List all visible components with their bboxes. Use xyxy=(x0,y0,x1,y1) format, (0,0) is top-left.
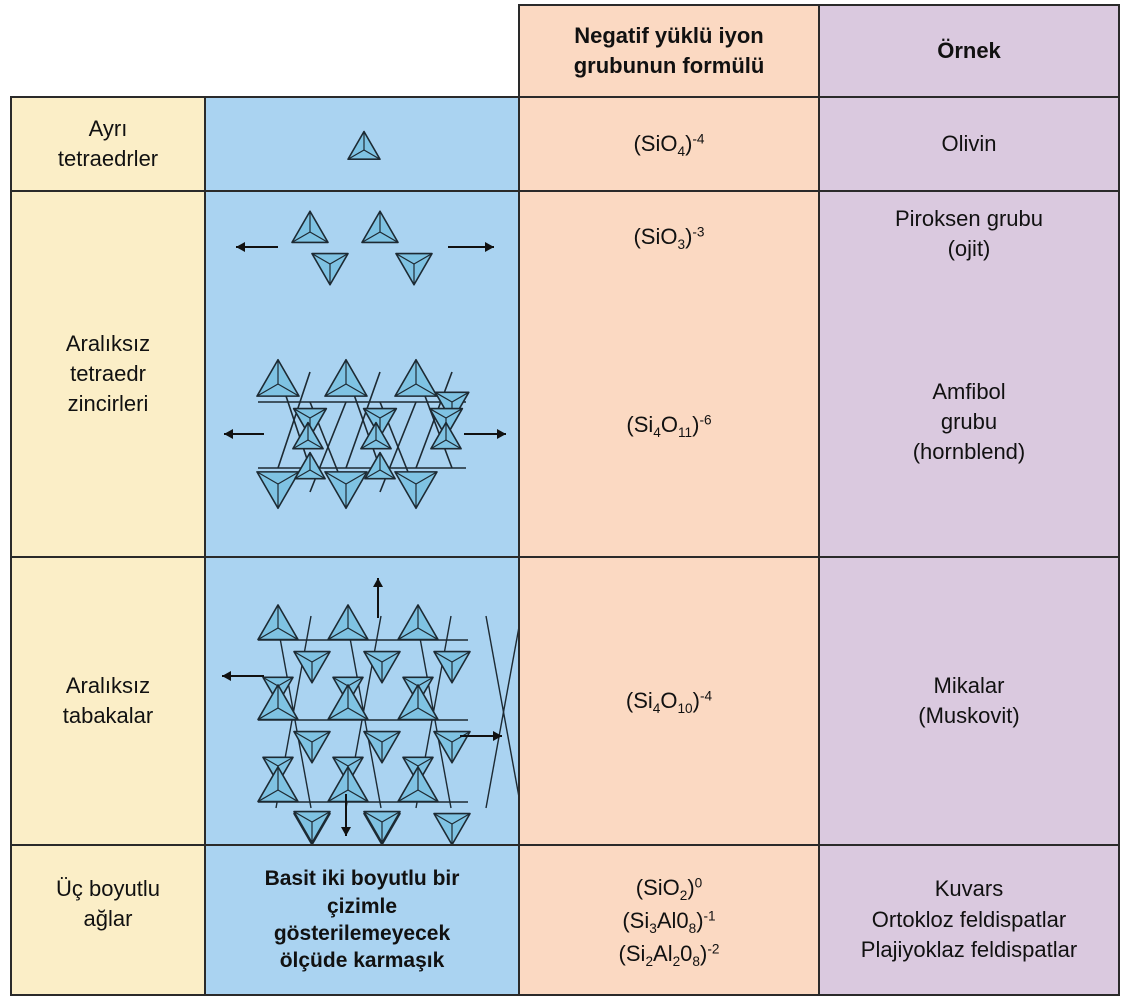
tetrahedron-icon xyxy=(347,130,381,161)
row1-example-cell: Olivin xyxy=(818,96,1120,192)
row2-structure-cell: Aralıksız tetraedr zincirleri xyxy=(10,190,206,558)
tetrahedron-icon xyxy=(327,766,369,803)
row1-formula-cell: (SiO4)-4 xyxy=(518,96,820,192)
row2-example-line: Piroksen grubu xyxy=(895,206,1043,231)
arrow-icon xyxy=(448,242,494,252)
tetrahedron-icon xyxy=(395,252,433,286)
row2-formula-cell: (SiO3)-3 (Si4O11)-6 xyxy=(518,190,820,558)
header-example-cell: Örnek xyxy=(818,4,1120,98)
row1-formula: (SiO4)-4 xyxy=(633,131,705,159)
row4-diagram-text-line: gösterilemeyecek xyxy=(273,922,451,945)
row2-formula-single-chain: (SiO3)-3 xyxy=(633,224,705,252)
row2-formula-double-chain: (Si4O11)-6 xyxy=(626,411,712,440)
row4-formula-cell: (SiO2)0 (Si3Al08)-1 (Si2Al208)-2 xyxy=(518,844,820,996)
tetrahedron-icon xyxy=(397,766,439,803)
row4-structure-cell: Üç boyutlu ağlar xyxy=(10,844,206,996)
tetrahedron-icon xyxy=(394,471,438,510)
arrow-icon xyxy=(460,731,502,741)
tetrahedron-icon xyxy=(327,604,369,641)
row3-example-line: Mikalar xyxy=(933,673,1005,699)
row3-formula-cell: (Si4O10)-4 xyxy=(518,556,820,846)
row3-formula: (Si4O10)-4 xyxy=(625,688,713,716)
arrow-icon xyxy=(222,671,264,681)
row4-diagram-text-line: ölçüde karmaşık xyxy=(279,949,445,973)
arrow-icon xyxy=(341,794,351,836)
row2-example2-line: (hornblend) xyxy=(912,438,1026,464)
row2-example-line: (ojit) xyxy=(947,235,991,261)
tetrahedron-icon xyxy=(257,766,299,803)
header-formula-line1: Negatif yüklü iyon xyxy=(574,23,764,49)
tetrahedron-icon xyxy=(257,604,299,641)
tetrahedron-icon xyxy=(433,650,471,684)
tetrahedron-icon xyxy=(257,684,299,721)
arrow-icon xyxy=(236,242,278,252)
row4-formula-plagioclase: (Si2Al208)-2 xyxy=(618,940,720,969)
tetrahedron-icon xyxy=(324,471,368,510)
row2-diagram-cell xyxy=(204,190,520,558)
tetrahedron-icon xyxy=(433,812,471,846)
row4-formula-quartz: (SiO2)0 xyxy=(635,874,703,903)
row3-example-line: (Muskovit) xyxy=(918,703,1020,728)
row2-structure-line: zincirleri xyxy=(67,390,149,416)
row2-structure-line: Aralıksız xyxy=(65,331,151,357)
row2-structure-line: tetraedr xyxy=(70,361,146,387)
tetrahedron-icon xyxy=(291,210,329,244)
tetrahedron-icon xyxy=(293,810,331,844)
sheet-framework xyxy=(258,615,522,809)
row3-structure-line: tabakalar xyxy=(62,703,154,728)
row1-diagram-cell xyxy=(204,96,520,192)
tetrahedron-icon xyxy=(311,252,349,286)
row4-diagram-text-line: çizimle xyxy=(326,894,398,918)
tetrahedron-icon xyxy=(363,650,401,684)
chain-diagram xyxy=(224,210,506,510)
row3-diagram-cell xyxy=(204,556,522,846)
header-formula-line2: grubunun formülü xyxy=(573,53,765,78)
row3-structure-cell: Aralıksız tabakalar xyxy=(10,556,206,846)
tetrahedron-icon xyxy=(397,604,439,641)
row3-example-cell: Mikalar (Muskovit) xyxy=(818,556,1120,846)
tetrahedron-icon xyxy=(362,407,398,438)
row2-example2-line: Amfibol xyxy=(932,379,1006,405)
arrow-icon xyxy=(224,429,264,439)
row4-example-line: Plajiyoklaz feldispatlar xyxy=(860,937,1078,963)
tetrahedron-icon xyxy=(360,421,392,450)
arrow-icon xyxy=(464,429,506,439)
tetrahedron-icon xyxy=(293,730,331,764)
tetrahedron-icon xyxy=(363,730,401,764)
tetrahedron-icon xyxy=(430,421,462,450)
header-formula-cell: Negatif yüklü iyon grubunun formülü xyxy=(518,4,820,98)
row4-formula-orthoclase: (Si3Al08)-1 xyxy=(622,907,716,936)
single-tetrahedron-icon xyxy=(347,130,381,161)
tetrahedron-icon xyxy=(324,358,368,397)
tetrahedron-icon xyxy=(363,810,401,844)
sheet-diagram xyxy=(222,578,522,846)
tetrahedron-icon xyxy=(292,421,324,450)
tetrahedron-icon xyxy=(294,451,326,480)
row3-structure-line: Aralıksız xyxy=(65,673,151,699)
tetrahedron-icon xyxy=(397,684,439,721)
row4-structure-line: ağlar xyxy=(83,905,133,931)
row1-example: Olivin xyxy=(941,131,997,157)
row1-structure-cell: Ayrı tetraedrler xyxy=(10,96,206,192)
arrow-icon xyxy=(373,578,383,618)
tetrahedron-icon xyxy=(293,650,331,684)
row4-example-cell: Kuvars Ortokloz feldispatlar Plajiyoklaz… xyxy=(818,844,1120,996)
row2-example-cell: Piroksen grubu (ojit) Amfibol grubu (hor… xyxy=(818,190,1120,558)
row2-example2-line: grubu xyxy=(940,409,998,435)
row4-example-line: Kuvars xyxy=(934,875,1004,901)
row1-structure-line: Ayrı xyxy=(88,116,128,142)
row4-diagram-cell: Basit iki boyutlu bir çizimle gösterilem… xyxy=(204,844,520,996)
header-example: Örnek xyxy=(937,38,1001,64)
row1-structure-line: tetraedrler xyxy=(57,146,159,171)
tetrahedron-icon xyxy=(256,471,300,510)
tetrahedron-icon xyxy=(256,358,300,397)
row4-diagram-text-line: Basit iki boyutlu bir xyxy=(264,867,460,891)
row4-example-line: Ortokloz feldispatlar xyxy=(871,906,1067,932)
tetrahedron-icon xyxy=(361,210,399,244)
tetrahedron-icon xyxy=(394,358,438,397)
row4-structure-line: Üç boyutlu xyxy=(56,876,160,901)
tetrahedron-icon xyxy=(364,451,396,480)
tetrahedron-icon xyxy=(292,407,328,438)
tetrahedron-icon xyxy=(327,684,369,721)
